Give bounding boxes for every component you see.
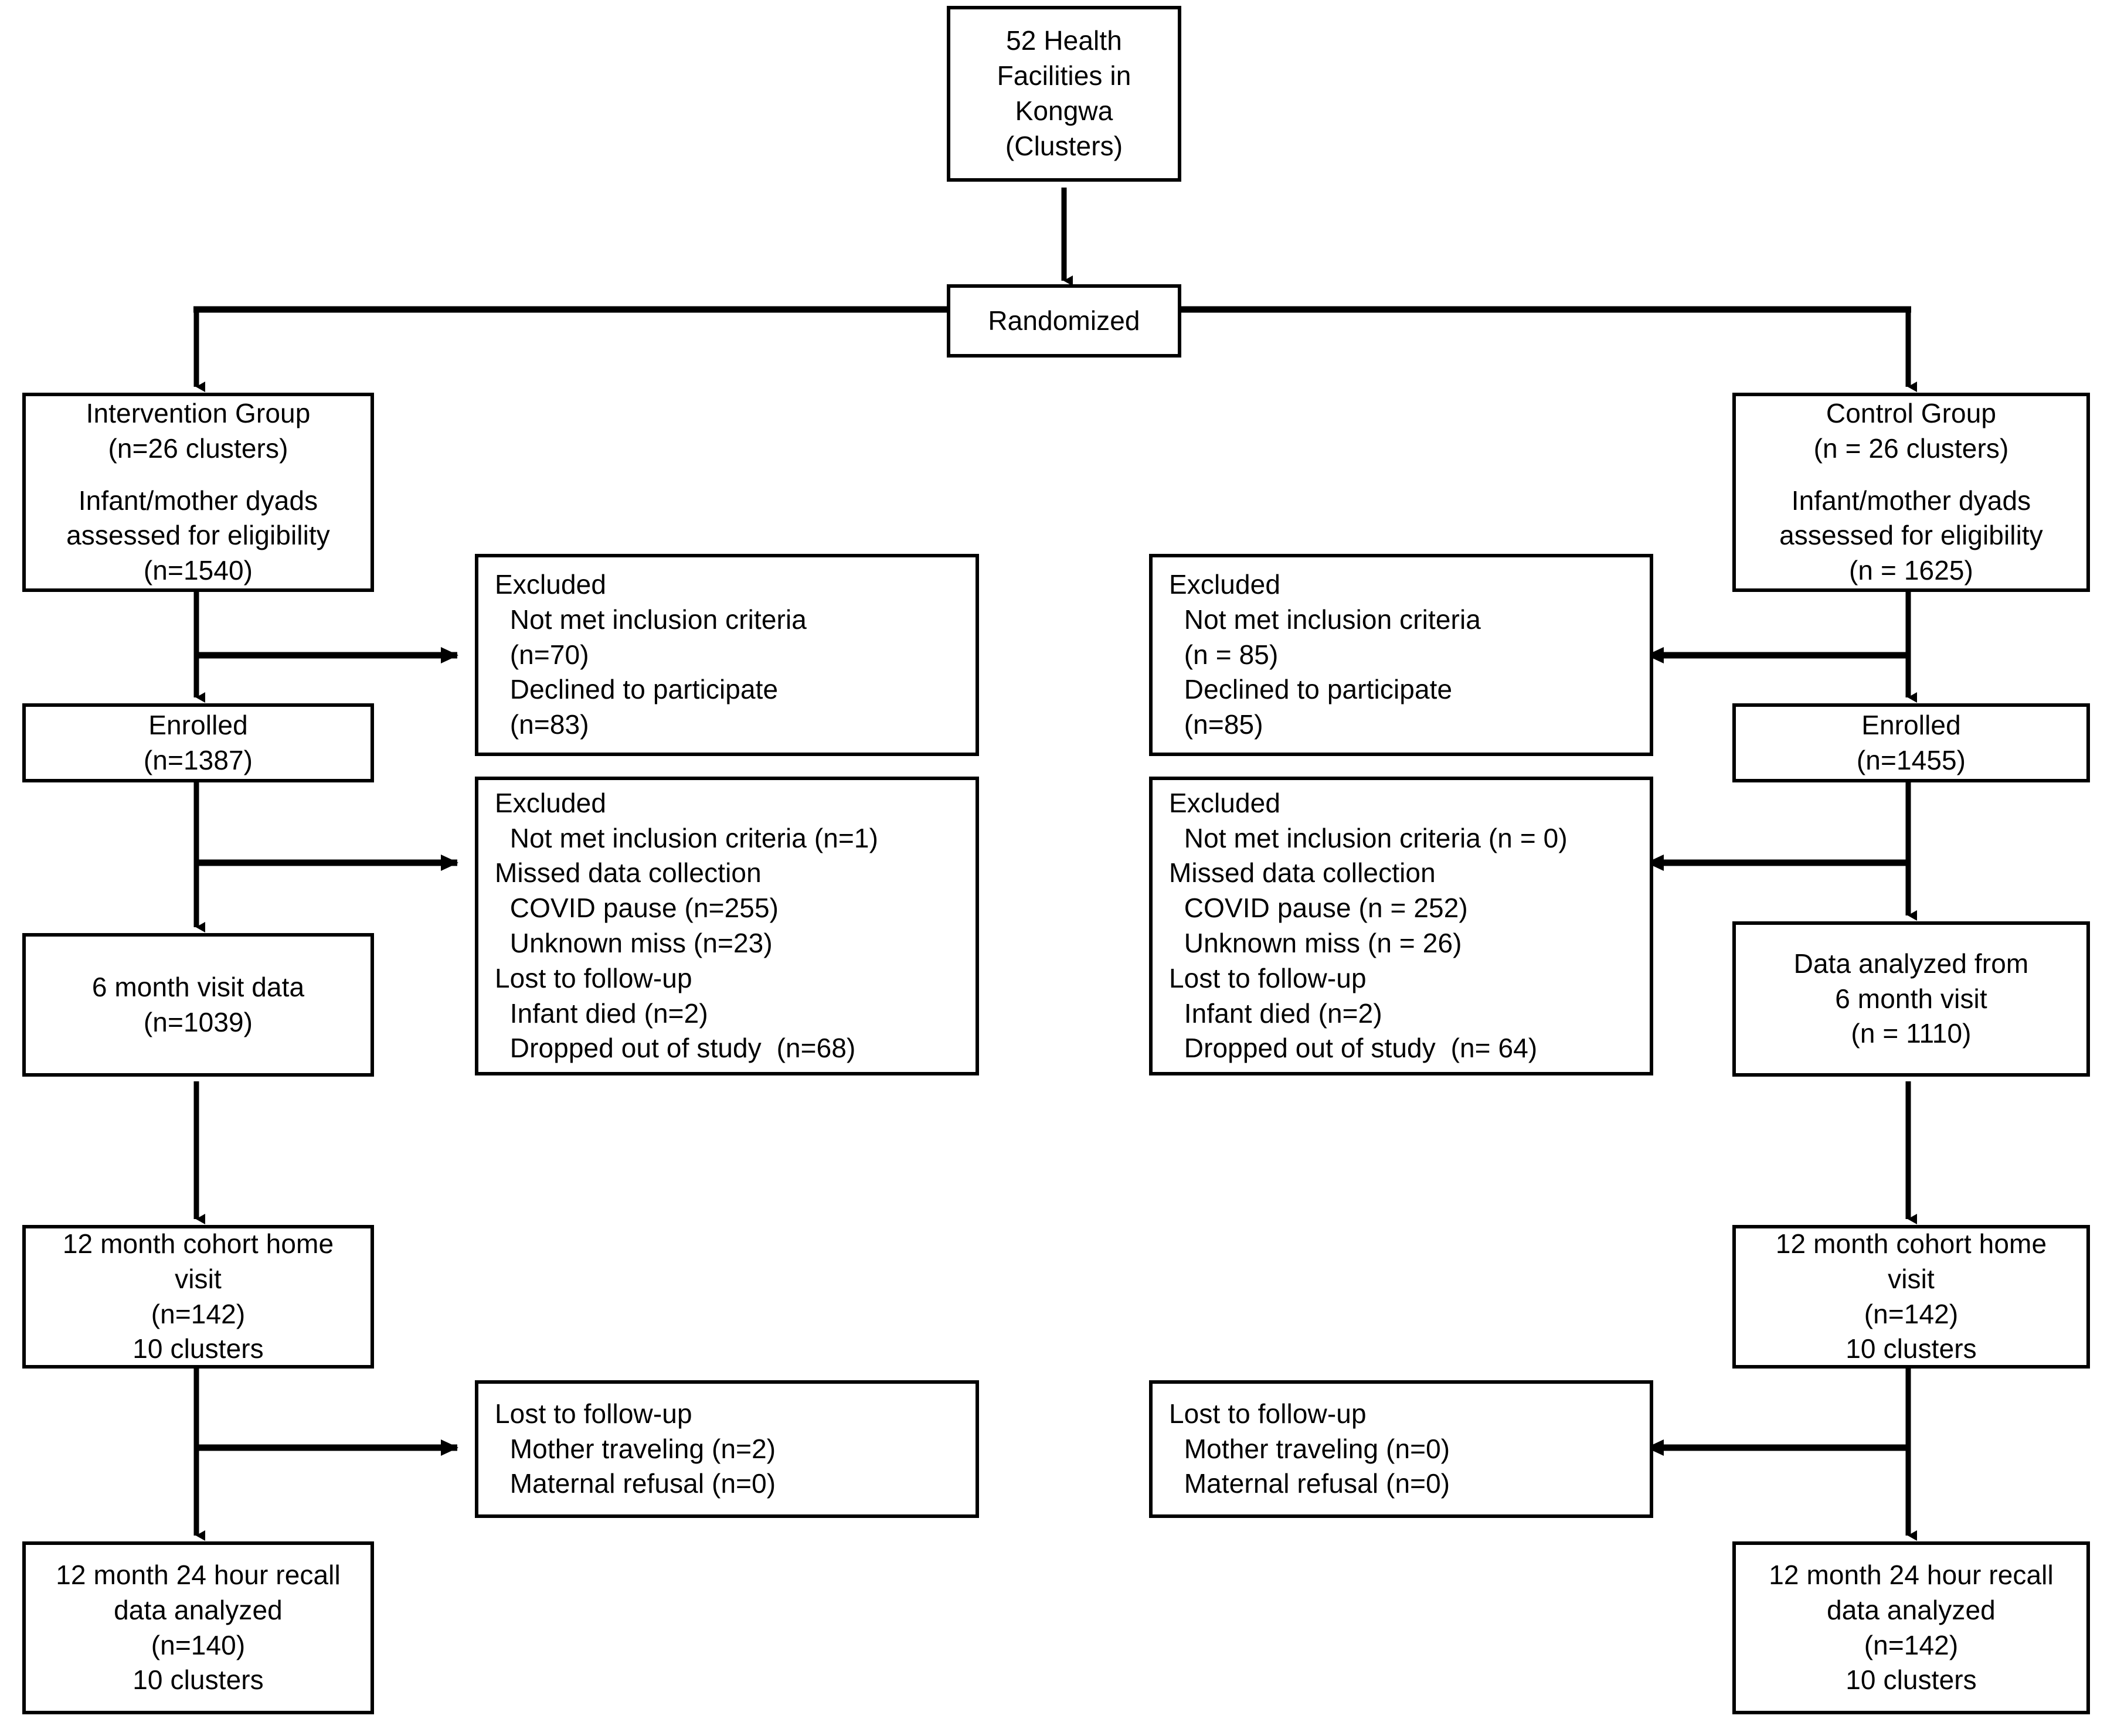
node-line: Facilities in [997,60,1131,91]
node-excluded-left-2: Excluded Not met inclusion criteria (n=1… [475,777,979,1075]
node-line: Control Group [1826,398,1997,428]
node-line: 10 clusters [1845,1333,1977,1364]
node-line: Not met inclusion criteria [495,604,807,635]
node-control-group: Control Group (n = 26 clusters) Infant/m… [1732,393,2090,592]
node-line: Mother traveling (n=2) [495,1433,776,1464]
node-line: Maternal refusal (n=0) [495,1468,776,1499]
node-line: (n=142) [1864,1298,1959,1329]
node-line: Dropped out of study (n=68) [495,1033,856,1064]
node-line: Infant died (n=2) [495,998,708,1029]
node-six-month-visit-data-right: Data analyzed from 6 month visit (n = 11… [1732,921,2090,1077]
node-recall-analyzed-right: 12 month 24 hour recall data analyzed (n… [1732,1541,2090,1714]
node-six-month-visit-data-left: 6 month visit data (n=1039) [22,933,374,1077]
node-line: Dropped out of study (n= 64) [1169,1033,1538,1064]
node-enrolled-left: Enrolled (n=1387) [22,703,374,782]
node-line: (n=1387) [143,744,253,775]
node-line: 6 month visit [1835,983,1987,1014]
node-line: Excluded [1169,569,1281,600]
node-line: visit [175,1263,222,1294]
node-line: (n = 1625) [1849,555,1973,586]
node-line: Data analyzed from [1793,948,2029,979]
node-line: data analyzed [1827,1594,1996,1625]
node-line: (n=83) [495,709,589,740]
node-line: (Clusters) [1005,130,1123,161]
node-line: data analyzed [114,1594,283,1625]
node-excluded-right-2: Excluded Not met inclusion criteria (n =… [1149,777,1653,1075]
node-line: (n = 1110) [1851,1018,1972,1049]
node-line: Lost to follow-up [495,962,692,993]
node-line: Kongwa [1015,96,1113,126]
node-line: (n=1455) [1856,744,1966,775]
node-line: (n=140) [151,1629,246,1660]
node-line: (n = 85) [1169,639,1279,670]
node-lost-to-followup-right: Lost to follow-up Mother traveling (n=0)… [1149,1380,1653,1518]
node-line: 10 clusters [1845,1664,1977,1696]
node-twelve-month-home-visit-right: 12 month cohort home visit (n=142) 10 cl… [1732,1225,2090,1369]
node-line: Lost to follow-up [1169,1398,1367,1429]
node-line: Excluded [1169,787,1281,818]
node-line: Infant/mother dyads [78,485,318,516]
node-lost-to-followup-left: Lost to follow-up Mother traveling (n=2)… [475,1380,979,1518]
node-excluded-left-1: Excluded Not met inclusion criteria (n=7… [475,554,979,756]
node-line: Mother traveling (n=0) [1169,1433,1450,1464]
node-line: 12 month 24 hour recall [56,1559,341,1590]
node-line: 12 month cohort home [1775,1228,2047,1259]
node-line: Enrolled [148,709,248,740]
node-line: (n=1540) [143,555,253,586]
node-enrolled-right: Enrolled (n=1455) [1732,703,2090,782]
node-line: Not met inclusion criteria (n = 0) [1169,822,1568,853]
node-line: assessed for eligibility [66,520,330,551]
node-line: Excluded [495,569,607,600]
node-line: Declined to participate [1169,674,1453,705]
node-line: Lost to follow-up [495,1398,692,1429]
node-randomized: Randomized [947,284,1181,358]
node-line: Enrolled [1861,709,1961,740]
node-line: (n=1039) [143,1006,253,1037]
node-line: Maternal refusal (n=0) [1169,1468,1450,1499]
node-line: COVID pause (n = 252) [1169,893,1468,924]
node-source-facilities: 52 Health Facilities in Kongwa (Clusters… [947,6,1181,182]
node-line: Not met inclusion criteria (n=1) [495,822,879,853]
node-line: COVID pause (n=255) [495,893,779,924]
node-line: (n=142) [1864,1629,1959,1660]
node-line: Declined to participate [495,674,779,705]
node-line: (n=70) [495,639,589,670]
node-line: Unknown miss (n=23) [495,928,773,958]
node-line: Lost to follow-up [1169,962,1367,993]
node-line: Excluded [495,787,607,818]
node-line: (n=85) [1169,709,1263,740]
node-line: Missed data collection [495,857,762,889]
node-line: (n=26 clusters) [108,433,288,464]
node-excluded-right-1: Excluded Not met inclusion criteria (n =… [1149,554,1653,756]
node-line: 12 month 24 hour recall [1769,1559,2054,1590]
node-line: Missed data collection [1169,857,1436,889]
node-line: 12 month cohort home [62,1228,334,1259]
node-line: Randomized [988,305,1140,336]
node-line: 6 month visit data [91,971,305,1002]
node-line: Infant/mother dyads [1791,485,2031,516]
node-line: Unknown miss (n = 26) [1169,928,1462,958]
node-line: assessed for eligibility [1779,520,2043,551]
node-line: Infant died (n=2) [1169,998,1382,1029]
node-line: Intervention Group [86,398,311,428]
node-twelve-month-home-visit-left: 12 month cohort home visit (n=142) 10 cl… [22,1225,374,1369]
node-line: (n=142) [151,1298,246,1329]
node-line: 52 Health [1006,25,1122,56]
node-line: Not met inclusion criteria [1169,604,1481,635]
node-line: 10 clusters [132,1664,264,1696]
node-line: visit [1888,1263,1935,1294]
node-line: 10 clusters [132,1333,264,1364]
node-recall-analyzed-left: 12 month 24 hour recall data analyzed (n… [22,1541,374,1714]
node-intervention-group: Intervention Group (n=26 clusters) Infan… [22,393,374,592]
node-line: (n = 26 clusters) [1813,433,2009,464]
